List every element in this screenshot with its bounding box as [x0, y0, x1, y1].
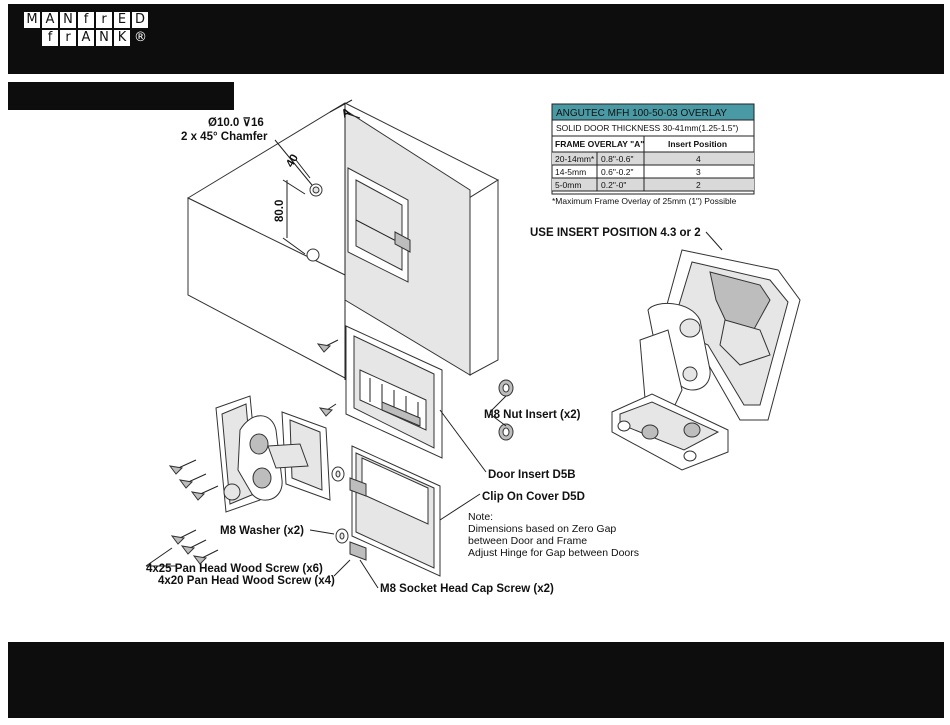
logo-letter: r	[60, 30, 76, 46]
washers-and-cap-screws	[331, 466, 367, 561]
table-cell-inch: 0.2"-0"	[601, 180, 626, 190]
footer-bar	[8, 642, 944, 718]
section-title-bar	[8, 82, 234, 110]
table-cell-inch: 0.8"-0.6"	[601, 154, 634, 164]
note-line: Adjust Hinge for Gap between Doors	[468, 547, 639, 559]
cover-leader	[439, 493, 481, 521]
socket-screw-label: M8 Socket Head Cap Screw (x2)	[380, 583, 554, 595]
nut-leader	[489, 413, 507, 427]
screw-leader	[145, 547, 173, 567]
table-footnote: *Maximum Frame Overlay of 25mm (1") Poss…	[552, 196, 737, 206]
assembled-hinge-illustration	[611, 249, 801, 471]
door-insert-label: Door Insert D5B	[488, 469, 576, 481]
table-cell-inch: 0.6"-0.2"	[601, 167, 634, 177]
clip-on-cover-d5d	[351, 445, 441, 577]
door-insert-leader	[439, 409, 487, 473]
table-subtitle: SOLID DOOR THICKNESS 30-41mm(1.25-1.5")	[556, 123, 739, 133]
header-bar: M A N f r E D f r A N K ®	[8, 4, 944, 74]
dim-80-label: 80.0	[274, 200, 286, 222]
note-line: between Door and Frame	[468, 535, 587, 547]
washer-label: M8 Washer (x2)	[220, 525, 304, 537]
nut-insert-label: M8 Nut Insert (x2)	[484, 409, 581, 421]
table-cell-pos: 4	[696, 154, 701, 164]
insert-position-leader	[705, 231, 723, 251]
clip-cover-label: Clip On Cover D5D	[482, 491, 585, 503]
logo-letter: N	[60, 12, 76, 28]
table-col-overlay: FRAME OVERLAY "A"	[555, 139, 644, 149]
table-cell-mm: 5-0mm	[555, 180, 581, 190]
table-cell-mm: 14-5mm	[555, 167, 586, 177]
logo-letter: M	[24, 12, 40, 28]
hinge-arm-illustration	[215, 395, 331, 513]
screw-25-label: 4x25 Pan Head Wood Screw (x6)	[146, 563, 323, 575]
logo-letter: D	[132, 12, 148, 28]
logo-row-top: M A N f r E D	[24, 12, 150, 30]
logo-letter: N	[96, 30, 112, 46]
nut-leader	[489, 395, 507, 413]
wood-screws	[168, 339, 339, 565]
logo-letter: A	[42, 12, 58, 28]
table-title-bg	[552, 104, 754, 120]
door-insert-d5b	[345, 325, 443, 459]
logo-letter: E	[114, 12, 130, 28]
table-cell-pos: 2	[696, 180, 701, 190]
table-col-insert: Insert Position	[668, 139, 727, 149]
table-title: ANGUTEC MFH 100-50-03 OVERLAY	[556, 108, 727, 119]
logo-letter: K	[114, 30, 130, 46]
manfred-frank-logo[interactable]: M A N f r E D f r A N K ®	[24, 12, 150, 48]
logo-letter: A	[78, 30, 94, 46]
logo-letter: r	[96, 12, 112, 28]
nut-inserts	[498, 379, 514, 441]
chamfer-label: 2 x 45° Chamfer	[181, 131, 268, 143]
note-title: Note:	[468, 511, 493, 523]
registered-mark: ®	[134, 30, 147, 45]
screw-20-label: 4x20 Pan Head Wood Screw (x4)	[158, 575, 335, 587]
washer-leader	[309, 529, 335, 535]
logo-letter: f	[78, 12, 94, 28]
socket-screw-leader	[359, 559, 379, 589]
logo-row-bottom: f r A N K ®	[24, 30, 150, 48]
table-cell-pos: 3	[696, 167, 701, 177]
screw-leader	[333, 559, 351, 577]
insert-position-label: USE INSERT POSITION 4.3 or 2	[530, 227, 701, 239]
dimension-lines	[274, 99, 361, 255]
hole-dimension-label: Ø10.0 ⊽16	[208, 116, 264, 129]
table-cell-mm: 20-14mm*	[555, 154, 595, 164]
logo-blank-cell	[24, 30, 40, 46]
note-line: Dimensions based on Zero Gap	[468, 523, 616, 535]
dim-40-label: 40	[284, 152, 301, 169]
overlay-table	[551, 103, 755, 195]
door-frame-block	[186, 102, 500, 380]
logo-letter: f	[42, 30, 58, 46]
